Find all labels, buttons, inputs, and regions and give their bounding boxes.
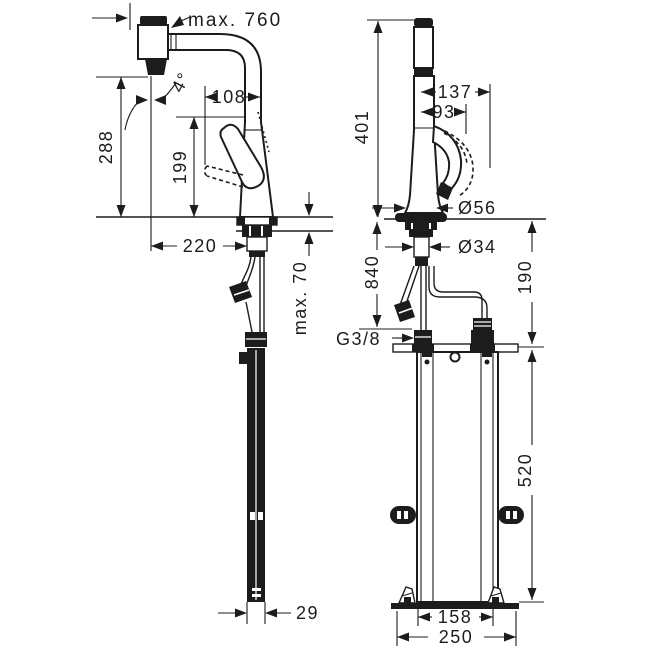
dim-max-70: max. 70 xyxy=(290,192,314,335)
side-clip-left xyxy=(390,506,416,524)
dim-520: 520 xyxy=(515,350,544,603)
escutcheon xyxy=(395,213,447,222)
dim-29-label: 29 xyxy=(296,603,319,623)
dim-137-label: 137 xyxy=(438,82,473,102)
right-view: 401 137 93 Ø56 xyxy=(336,18,546,647)
spray-head xyxy=(137,16,169,75)
dim-288: 288 xyxy=(96,76,148,217)
dim-108: 108 xyxy=(204,86,260,165)
handle-side xyxy=(203,111,270,190)
handle-front xyxy=(431,124,474,200)
dim-220: 220 xyxy=(151,236,247,256)
dim-g38-label: G3/8 xyxy=(336,329,381,349)
dim-93: 93 xyxy=(421,102,467,134)
dim-g38: G3/8 xyxy=(336,329,414,349)
spout-column xyxy=(367,18,445,214)
dim-840: 840 xyxy=(359,205,412,330)
dim-250: 250 xyxy=(396,611,517,647)
dim-401: 401 xyxy=(352,21,383,217)
mounting-shank xyxy=(236,216,278,257)
dim-dia-34-label: Ø34 xyxy=(458,237,497,257)
dim-158-label: 158 xyxy=(438,607,473,627)
dim-220-label: 220 xyxy=(183,236,218,256)
left-view: max. 760 4° 108 288 xyxy=(92,3,333,624)
dim-199: 199 xyxy=(170,116,244,217)
dim-dia-34: Ø34 xyxy=(385,237,497,257)
dim-137: 137 xyxy=(421,82,491,168)
dim-288-label: 288 xyxy=(96,130,116,165)
dim-29: 29 xyxy=(218,602,319,624)
dim-190-label: 190 xyxy=(515,260,535,295)
dim-158: 158 xyxy=(417,607,494,627)
sbox-side xyxy=(239,348,265,602)
side-clip-right xyxy=(498,506,524,524)
sbox-front xyxy=(390,343,524,609)
dim-dia-56: Ø56 xyxy=(372,198,497,218)
dim-max-760-label: max. 760 xyxy=(188,10,282,31)
dim-max-760: max. 760 xyxy=(92,3,282,31)
dim-dia-56-label: Ø56 xyxy=(458,198,497,218)
dim-840-label: 840 xyxy=(362,255,382,290)
dim-520-label: 520 xyxy=(515,453,535,488)
hose-assembly-side xyxy=(229,256,267,347)
base-plate xyxy=(391,603,519,609)
hoses-front xyxy=(394,265,494,345)
dim-199-label: 199 xyxy=(170,150,190,185)
dim-max-70-label: max. 70 xyxy=(290,261,310,336)
dim-108-label: 108 xyxy=(212,87,247,107)
dim-401-label: 401 xyxy=(352,110,372,145)
dim-250-label: 250 xyxy=(439,627,474,647)
dim-190: 190 xyxy=(515,221,544,348)
shank-front xyxy=(405,222,437,266)
dim-93-label: 93 xyxy=(432,102,455,122)
